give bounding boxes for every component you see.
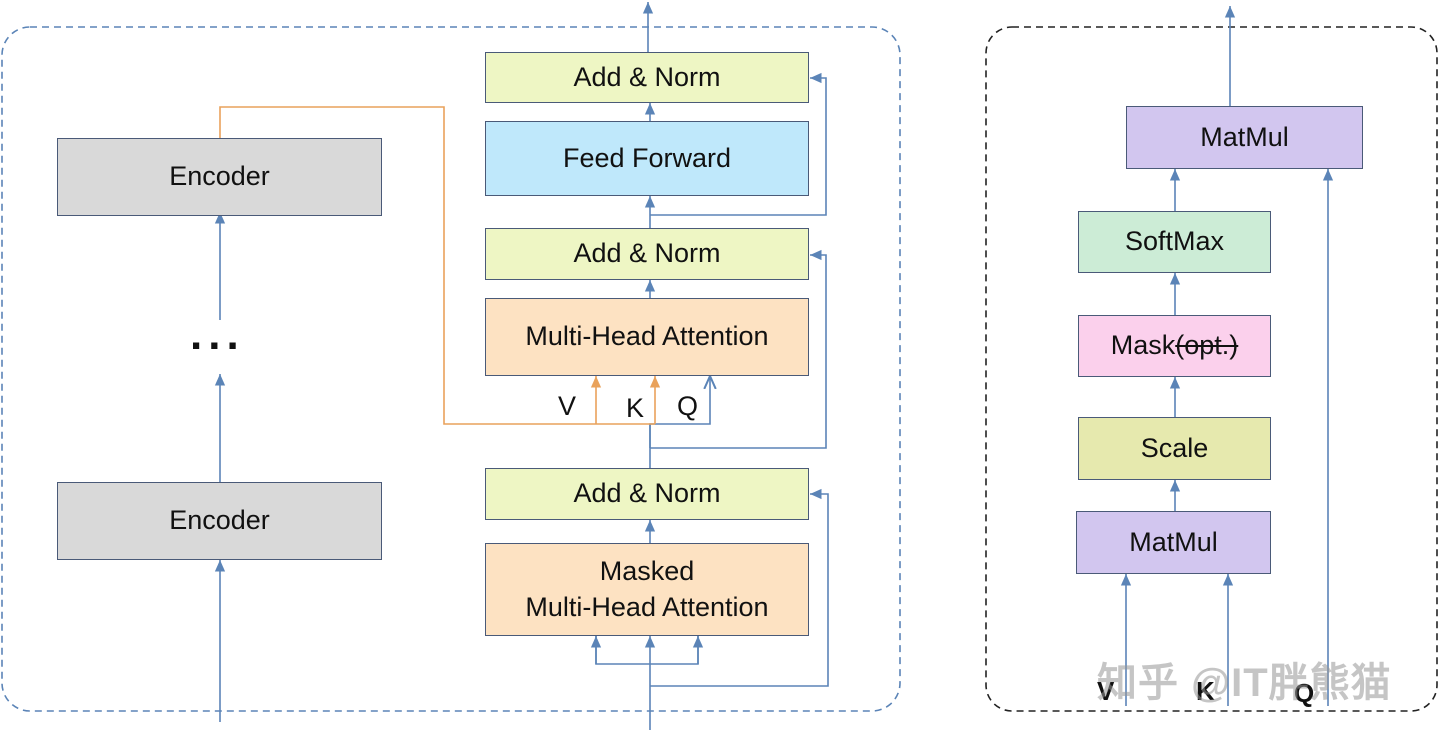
encoder-memory-line: [219, 106, 655, 425]
residual-mid-line: [650, 249, 827, 449]
masked-mha-fan-line: [595, 636, 699, 665]
softmax-label: SoftMax: [1124, 226, 1225, 257]
matmul-bottom-box: MatMul: [1076, 511, 1271, 574]
ellipsis: ...: [190, 310, 245, 359]
encoder-top-label: Encoder: [169, 161, 270, 192]
mask-optional-label: (opt.): [1175, 330, 1239, 361]
add-norm-mid-label: Add & Norm: [573, 238, 721, 269]
encoder-bottom-box: Encoder: [57, 482, 382, 560]
add-norm-top-label: Add & Norm: [573, 61, 721, 92]
matmul-bottom-label: MatMul: [1129, 526, 1218, 557]
multi-head-attention-box: Multi-Head Attention: [485, 298, 809, 376]
mask-label: Mask: [1110, 330, 1176, 361]
detail-q-label: Q: [1294, 678, 1315, 708]
feed-forward-box: Feed Forward: [485, 121, 809, 196]
query-path-line: [649, 376, 710, 448]
add-norm-bottom-label: Add & Norm: [573, 478, 721, 509]
scale-label: Scale: [1140, 432, 1209, 463]
masked-mha-box: Masked Multi-Head Attention: [485, 543, 809, 636]
scale-box: Scale: [1078, 417, 1271, 480]
softmax-box: SoftMax: [1078, 211, 1271, 273]
encoder-top-box: Encoder: [57, 138, 382, 216]
attention-frame: [985, 26, 1438, 712]
masked-mha-line1: Masked: [599, 556, 695, 587]
decoder-k-label: K: [626, 393, 645, 423]
feed-forward-label: Feed Forward: [562, 142, 732, 173]
encoder-bottom-label: Encoder: [169, 505, 270, 536]
residual-top-line: [650, 72, 827, 216]
decoder-frame: [1, 26, 901, 712]
residual-bottom-line: [650, 488, 829, 687]
detail-k-label: K: [1196, 676, 1215, 706]
add-norm-top-box: Add & Norm: [485, 52, 809, 103]
decoder-q-label: Q: [677, 391, 699, 421]
add-norm-bottom-box: Add & Norm: [485, 468, 809, 520]
masked-mha-line2: Multi-Head Attention: [525, 591, 769, 622]
multi-head-attention-label: Multi-Head Attention: [525, 321, 769, 352]
watermark: 知乎 @IT胖熊猫: [1097, 661, 1392, 705]
matmul-top-box: MatMul: [1126, 106, 1363, 169]
matmul-top-label: MatMul: [1200, 121, 1289, 152]
decoder-v-label: V: [558, 391, 577, 421]
detail-v-label: V: [1097, 676, 1115, 706]
add-norm-mid-box: Add & Norm: [485, 228, 809, 280]
mask-box: Mask(opt.): [1078, 315, 1271, 377]
